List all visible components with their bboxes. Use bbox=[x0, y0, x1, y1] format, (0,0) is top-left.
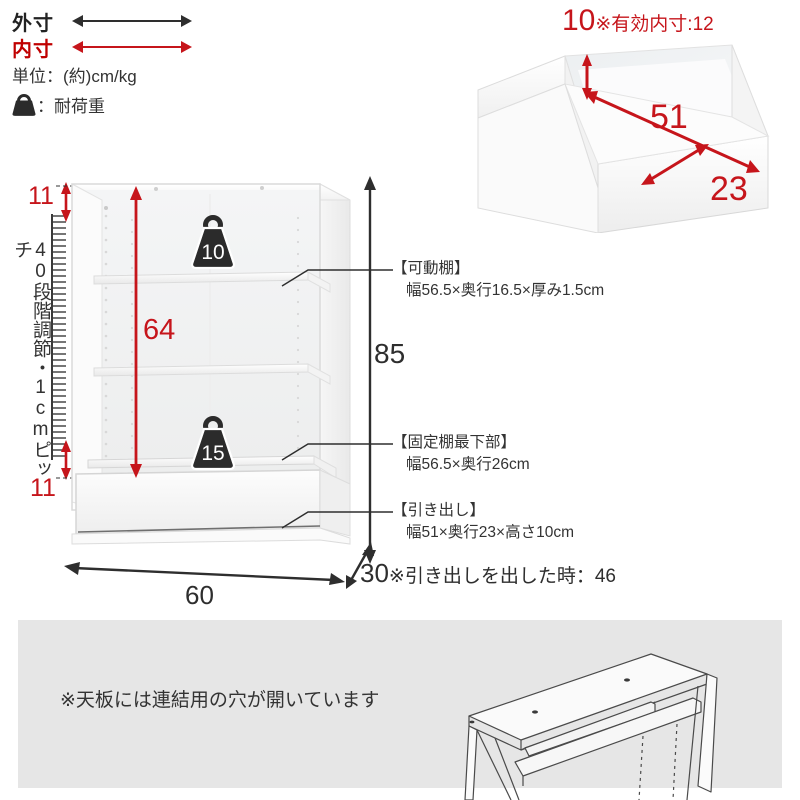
callout-fixed-shelf-title: 【固定棚最下部】 bbox=[392, 434, 517, 451]
depth-value: 30 bbox=[360, 558, 389, 588]
total-height-value: 85 bbox=[374, 338, 406, 369]
top-gap-arrow bbox=[61, 182, 71, 222]
lower-shelf-load-badge: 15 bbox=[187, 415, 239, 471]
top-board-hole-note: ※天板には連結用の穴が開いています bbox=[60, 690, 380, 711]
inner-dimension-label: 内寸 bbox=[12, 38, 54, 61]
callout-drawer-detail: 幅51×奥行23×高さ10cm bbox=[406, 524, 574, 542]
scale-caption: 40段階調節・1cmピッチ bbox=[11, 240, 51, 478]
weight-icon bbox=[12, 93, 36, 116]
load-note: ：耐荷重 bbox=[37, 97, 105, 117]
shelf-adjustment-scale: 40段階調節・1cmピッチ bbox=[4, 178, 66, 498]
adjustable-shelf-leader bbox=[281, 269, 393, 287]
depth-arrow bbox=[346, 542, 374, 589]
width-value: 60 bbox=[185, 580, 214, 610]
drawer-width-value: 51 bbox=[650, 98, 688, 136]
depth-note: ※引き出しを出した時：46 bbox=[388, 566, 616, 587]
top-gap-value: 11 bbox=[28, 182, 54, 210]
callout-drawer: 【引き出し】 幅51×奥行23×高さ10cm bbox=[392, 500, 574, 545]
cabinet-top-line-drawing bbox=[455, 640, 785, 800]
callout-drawer-title: 【引き出し】 bbox=[392, 502, 486, 519]
legend-row-outer: 外寸 bbox=[12, 8, 292, 35]
upper-shelf-load-badge: 10 bbox=[187, 214, 239, 270]
unit-note: 単位：(約)cm/kg bbox=[12, 67, 137, 86]
outer-dimension-arrow bbox=[72, 14, 192, 28]
inner-dimension-arrow bbox=[72, 40, 192, 54]
width-arrow bbox=[64, 562, 345, 585]
callout-fixed-shelf: 【固定棚最下部】 幅56.5×奥行26cm bbox=[392, 432, 530, 477]
legend-block: 外寸 内寸 単位：(約)cm/kg ：耐荷重 bbox=[12, 8, 292, 117]
load-note-row: ：耐荷重 bbox=[12, 92, 292, 117]
drawer-height-annotation: 10 ※有効内寸:12 bbox=[562, 4, 714, 38]
inner-height-value: 64 bbox=[143, 314, 176, 346]
legend-row-inner: 内寸 bbox=[12, 34, 292, 61]
drawer-depth-value: 23 bbox=[710, 170, 748, 208]
svg-text:10: 10 bbox=[201, 241, 224, 264]
drawer-height-value: 10 bbox=[562, 4, 596, 37]
bottom-gap-arrow bbox=[61, 440, 71, 480]
cabinet-photo-figure: 10 15 bbox=[62, 172, 362, 567]
inner-height-arrow bbox=[130, 186, 142, 478]
callout-adjustable-shelf: 【可動棚】 幅56.5×奥行16.5×厚み1.5cm bbox=[392, 258, 604, 303]
drawer-photo-figure: 51 23 10 ※有効内寸:12 bbox=[470, 4, 790, 233]
callout-fixed-shelf-detail: 幅56.5×奥行26cm bbox=[406, 456, 530, 474]
drawer-effective-note: ※有効内寸:12 bbox=[595, 14, 714, 35]
callout-adjustable-shelf-detail: 幅56.5×奥行16.5×厚み1.5cm bbox=[406, 282, 605, 300]
outer-dimension-label: 外寸 bbox=[12, 12, 54, 35]
svg-text:15: 15 bbox=[201, 442, 224, 465]
callout-adjustable-shelf-title: 【可動棚】 bbox=[392, 260, 470, 277]
depth-annotation: 30 ※引き出しを出した時：46 bbox=[360, 558, 616, 589]
bottom-gap-value: 11 bbox=[30, 474, 56, 502]
drawer-leader bbox=[281, 511, 393, 529]
fixed-shelf-leader bbox=[281, 443, 393, 461]
unit-note-row: 単位：(約)cm/kg bbox=[12, 64, 292, 90]
